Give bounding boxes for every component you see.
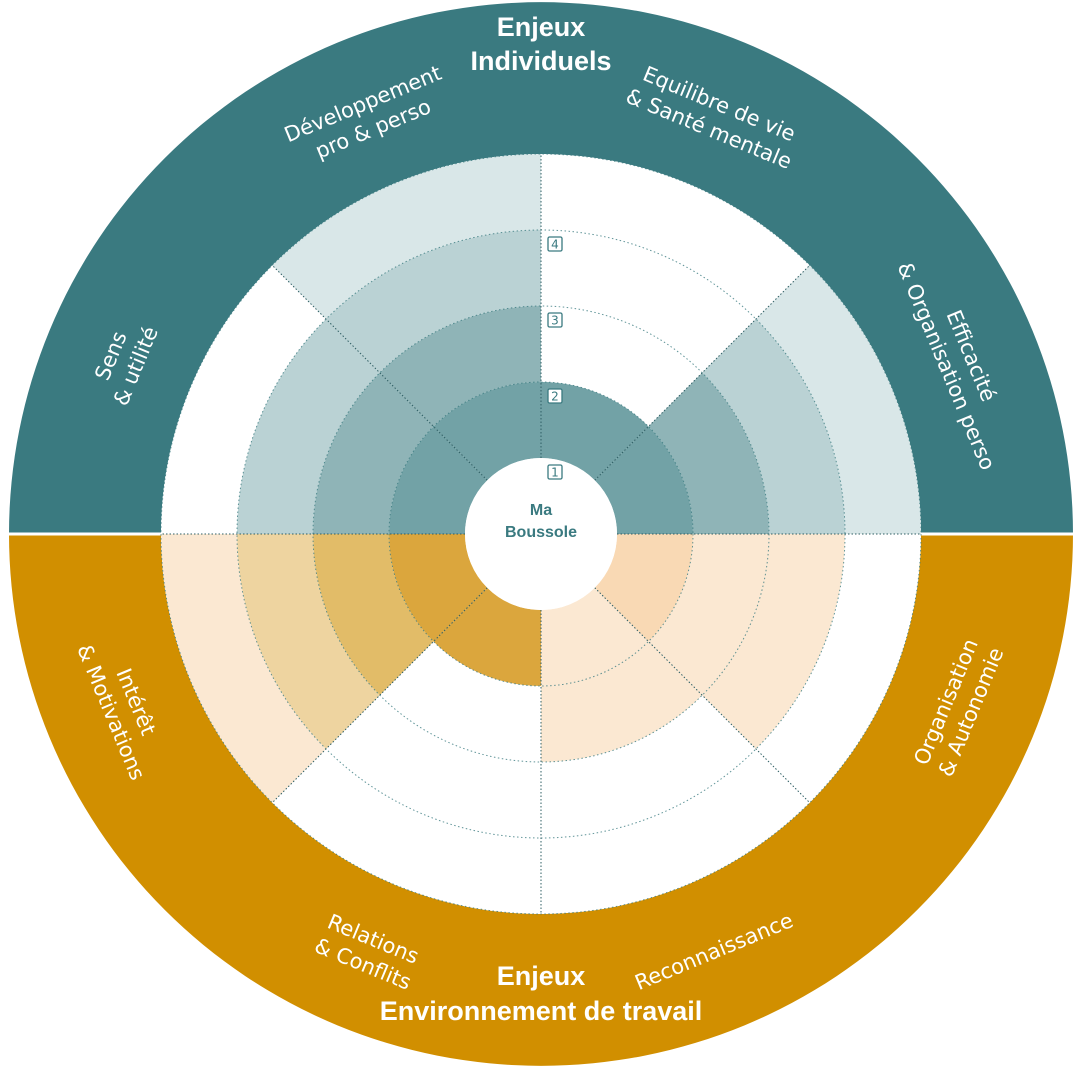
band-individuels [9, 2, 1073, 534]
sector-organisation-level-2 [648, 534, 769, 696]
sector-efficacite-level-1 [594, 426, 693, 534]
sectors [161, 154, 921, 803]
sector-interet-level-1 [389, 534, 488, 642]
svg-text:2: 2 [551, 390, 559, 404]
tick-3: 3 [547, 312, 563, 328]
sector-organisation-level-3 [702, 534, 846, 749]
sector-interet-level-4 [161, 534, 327, 803]
header-environnement-1: Enjeux [497, 961, 586, 991]
sector-relations-level-1 [433, 587, 541, 686]
divider-5 [271, 587, 488, 804]
sector-sens-level-1 [389, 426, 488, 534]
ring-4 [160, 153, 922, 915]
header-environnement-2: Environnement de travail [380, 996, 703, 1026]
svg-text:1: 1 [551, 466, 559, 480]
sector-sens-level-3 [237, 319, 380, 534]
divider-7 [271, 264, 488, 481]
ring-1 [388, 381, 694, 687]
category-dividers [161, 154, 921, 914]
sector-efficacite-level-4 [755, 265, 921, 534]
sector-developpement-level-2 [379, 306, 541, 427]
center-label-1: Ma [530, 502, 552, 519]
sector-interet-level-2 [313, 534, 434, 696]
sector-reconnaissance-level-2 [541, 641, 703, 762]
ring-ticks: 1 2 3 4 [547, 236, 563, 480]
sector-reconnaissance-level-1 [541, 587, 649, 686]
sector-sens-level-2 [313, 372, 434, 534]
svg-text:4: 4 [551, 238, 559, 252]
sector-efficacite-level-2 [648, 372, 769, 534]
sector-developpement-level-4 [272, 154, 541, 320]
sector-efficacite-level-3 [702, 319, 845, 534]
tick-2: 2 [547, 388, 563, 404]
center-label-2: Boussole [505, 524, 577, 541]
tick-4: 4 [547, 236, 563, 252]
hub-circle [465, 458, 617, 610]
sector-equilibre-de-vie-level-1 [541, 382, 649, 481]
tick-1: 1 [547, 464, 563, 480]
sector-organisation-level-1 [594, 534, 693, 642]
sector-developpement-level-3 [326, 230, 541, 373]
divider-3 [594, 587, 811, 804]
divider-1 [594, 264, 811, 481]
band-environnement [9, 534, 1073, 1066]
sector-developpement-level-1 [433, 382, 541, 481]
header-individuels-2: Individuels [470, 46, 611, 76]
sector-interet-level-3 [237, 534, 380, 749]
svg-text:3: 3 [551, 314, 559, 328]
header-individuels-1: Enjeux [497, 12, 586, 42]
